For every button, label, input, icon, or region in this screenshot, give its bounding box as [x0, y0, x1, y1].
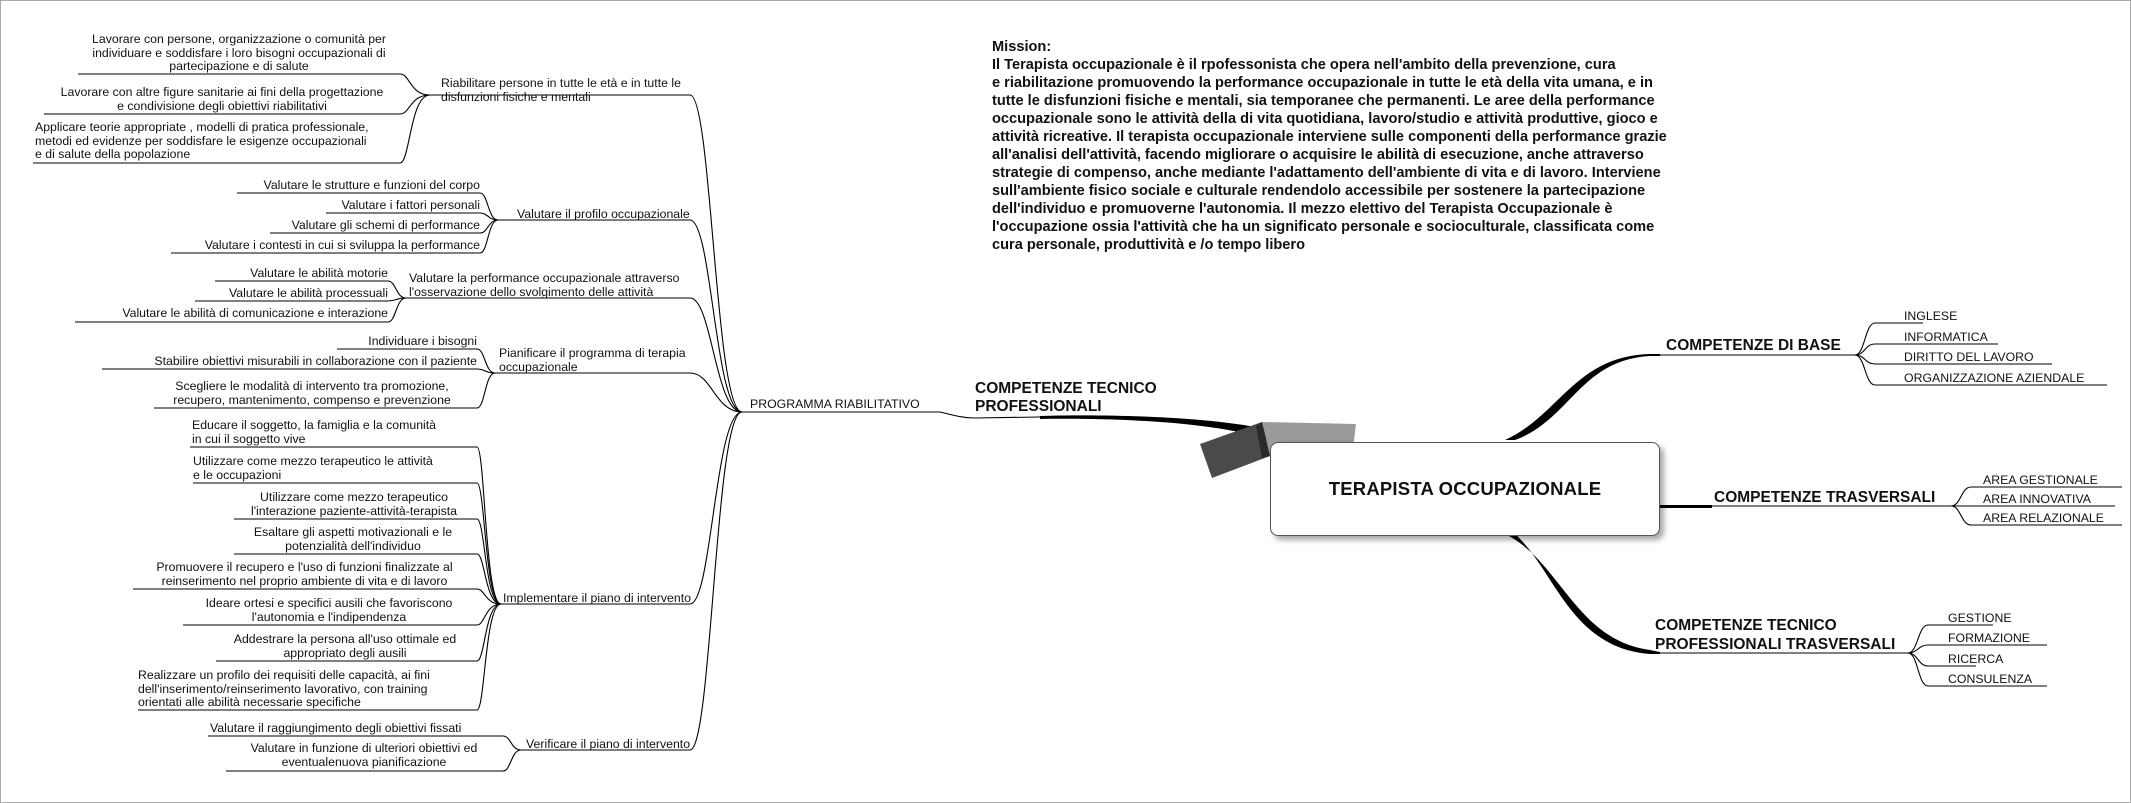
competenze-trasversali-label[interactable]: COMPETENZE TRASVERSALI — [1714, 489, 1936, 506]
leaf-ricerca[interactable]: RICERCA — [1948, 652, 2004, 666]
leaf-fattori-personali[interactable]: Valutare i fattori personali — [341, 198, 480, 212]
leaf-realizzare-profilo[interactable]: Realizzare un profilo dei requisiti dell… — [138, 668, 430, 709]
group-profilo-label[interactable]: Valutare il profilo occupazionale — [517, 207, 690, 221]
group-implementare-label[interactable]: Implementare il piano di intervento — [503, 591, 691, 605]
leaf-educare-soggetto[interactable]: Educare il soggetto, la famiglia e la co… — [192, 418, 437, 446]
group-valutare-performance-label[interactable]: Valutare la performance occupazionale at… — [409, 271, 680, 299]
link-riabilitare — [430, 94, 743, 413]
leaf-inglese[interactable]: INGLESE — [1904, 309, 1958, 323]
competenze-tp-label-1[interactable]: COMPETENZE TECNICO — [975, 380, 1157, 397]
leaf-mezzo-terapeutico-attivita[interactable]: Utilizzare come mezzo terapeutico le att… — [193, 454, 433, 482]
leaf-individuare-bisogni[interactable]: Individuare i bisogni — [368, 334, 477, 348]
leaf-gestione[interactable]: GESTIONE — [1948, 611, 2012, 625]
leaf-area-gestionale[interactable]: AREA GESTIONALE — [1983, 473, 2098, 487]
competenze-di-base-label[interactable]: COMPETENZE DI BASE — [1666, 337, 1841, 354]
leaf-mezzo-terapeutico-interazione[interactable]: Utilizzare come mezzo terapeutico l'inte… — [250, 490, 458, 518]
leaf-area-relazionale[interactable]: AREA RELAZIONALE — [1983, 511, 2104, 525]
link-tpt — [1505, 534, 1660, 654]
leaf-consulenza[interactable]: CONSULENZA — [1948, 672, 2033, 686]
mission-text: Mission: Il Terapista occupazionale è il… — [992, 38, 1752, 254]
leaf-informatica[interactable]: INFORMATICA — [1904, 330, 1988, 344]
link-valutare-performance — [406, 297, 743, 413]
leaf-aspetti-motivazionali[interactable]: Esaltare gli aspetti motivazionali e le … — [253, 525, 453, 553]
leaf-lavorare-con-altre-figure[interactable]: Lavorare con altre figure sanitarie ai f… — [60, 85, 384, 113]
link-implementare — [501, 411, 743, 605]
mission-body: Il Terapista occupazionale è il rpofesso… — [992, 57, 1667, 253]
leaf-applicare-teorie[interactable]: Applicare teorie appropriate , modelli d… — [35, 120, 369, 161]
center-label: TERAPISTA OCCUPAZIONALE — [1328, 478, 1602, 499]
leaf-organizzazione-aziendale[interactable]: ORGANIZZAZIONE AZIENDALE — [1904, 371, 2085, 385]
leaf-ulteriori-obiettivi[interactable]: Valutare in funzione di ulteriori obiett… — [250, 741, 478, 769]
center-node[interactable]: TERAPISTA OCCUPAZIONALE — [1270, 442, 1660, 536]
leaf-schemi-performance[interactable]: Valutare gli schemi di performance — [291, 218, 480, 232]
link-tp — [1040, 415, 1270, 440]
leaf-promuovere-recupero[interactable]: Promuovere il recupero e l'uso di funzio… — [156, 560, 453, 588]
leaf-abilita-comunicazione[interactable]: Valutare le abilità di comunicazione e i… — [122, 306, 388, 320]
leaf-scegliere-modalita[interactable]: Scegliere le modalità di intervento tra … — [173, 379, 451, 407]
leaf-ideare-ortesi[interactable]: Ideare ortesi e specifici ausili che fav… — [205, 596, 453, 624]
competenze-tp-label-2[interactable]: PROFESSIONALI — [975, 398, 1102, 415]
programma-riabilitativo-label[interactable]: PROGRAMMA RIABILITATIVO — [750, 397, 920, 411]
leaf-diritto-del-lavoro[interactable]: DIRITTO DEL LAVORO — [1904, 350, 2034, 364]
link-verificare — [521, 411, 743, 751]
link-trasversali — [1658, 505, 1712, 508]
leaf-strutture-funzioni[interactable]: Valutare le strutture e funzioni del cor… — [263, 178, 480, 192]
competenze-tpt-label-2[interactable]: PROFESSIONALI TRASVERSALI — [1655, 636, 1896, 653]
leaf-contesti[interactable]: Valutare i contesti in cui si sviluppa l… — [204, 238, 480, 252]
leaf-abilita-motorie[interactable]: Valutare le abilità motorie — [250, 266, 388, 280]
competenze-tpt-label-1[interactable]: COMPETENZE TECNICO — [1655, 617, 1837, 634]
mission-title: Mission: — [992, 39, 1052, 55]
leaf-stabilire-obiettivi[interactable]: Stabilire obiettivi misurabili in collab… — [154, 354, 477, 368]
leaf-addestrare-persona[interactable]: Addestrare la persona all'uso ottimale e… — [233, 632, 457, 660]
link-base — [1505, 354, 1660, 440]
leaf-lavorare-con-persone[interactable]: Lavorare con persone, organizzazione o c… — [92, 32, 386, 73]
link-pianificare — [495, 372, 743, 413]
link-profilo — [498, 219, 743, 413]
leaf-area-innovativa[interactable]: AREA INNOVATIVA — [1983, 492, 2091, 506]
group-pianificare-label[interactable]: Pianificare il programma di terapia occu… — [499, 346, 686, 374]
leaf-raggiungimento-obiettivi[interactable]: Valutare il raggiungimento degli obietti… — [210, 721, 462, 735]
leaf-abilita-processuali[interactable]: Valutare le abilità processuali — [228, 286, 388, 300]
group-verificare-label[interactable]: Verificare il piano di intervento — [526, 737, 691, 751]
group-riabilitare-label[interactable]: Riabilitare persone in tutte le età e in… — [441, 76, 681, 104]
leaf-formazione[interactable]: FORMAZIONE — [1948, 631, 2030, 645]
